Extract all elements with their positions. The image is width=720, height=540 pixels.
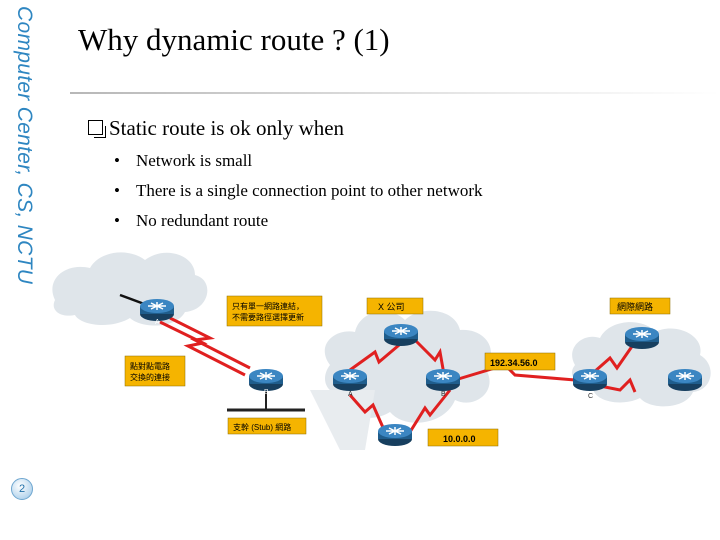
label-ip-link: 192.34.56.0 (484, 352, 556, 371)
router-icon-x-top (383, 323, 419, 347)
sub-bullet-list: • Network is small • There is a single con… (114, 151, 483, 231)
label-stub-text: 支幹 (Stub) 網路 (233, 422, 291, 432)
label-p2p: 點對點電路 交換的連接 (124, 355, 186, 387)
router-icon-a-x: A (332, 368, 368, 398)
label-p2p-line2: 交換的連接 (130, 372, 170, 382)
label-p2p-line1: 點對點電路 (130, 361, 170, 371)
bullet-dot-icon: • (114, 151, 120, 170)
router-letter: B (441, 391, 446, 398)
router-letter: C (588, 393, 593, 400)
network-diagram: A B A B C 只有單一網路連結， 不需要路徑選擇更新 點對點電路 交換的連… (45, 240, 720, 460)
sub-bullet: • No redundant route (114, 211, 483, 231)
router-icon-b-x: B (425, 368, 461, 398)
cloud-left (52, 252, 208, 326)
sub-bullet-text: Network is small (136, 151, 253, 170)
label-company-x-text: X 公司 (378, 302, 405, 312)
checkbox-bullet-icon (88, 120, 106, 138)
label-ip-link-text: 192.34.56.0 (490, 358, 538, 368)
sub-bullet: • There is a single connection point to o… (114, 181, 483, 201)
router-icon-internet-right (667, 368, 703, 392)
shadow-wedge (310, 390, 375, 450)
label-single-link: 只有單一網路連結， 不需要路徑選擇更新 (226, 295, 323, 327)
label-single-link-line1: 只有單一網路連結， (232, 301, 304, 311)
bullet-dot-icon: • (114, 181, 120, 200)
slide-title: Why dynamic route ? (1) (78, 22, 390, 57)
network-diagram-svg: A B A B C 只有單一網路連結， 不需要路徑選擇更新 點對點電路 交換的連… (52, 252, 711, 450)
router-icon-a-left: A (139, 298, 175, 326)
router-icon-x-bottom (377, 423, 413, 447)
bullet-list: Static route is ok only when • Network is… (88, 116, 483, 241)
sub-bullet-text: There is a single connection point to ot… (136, 181, 483, 200)
router-icon-b-stub: B (248, 368, 284, 396)
side-banner: Computer Center, CS, NCTU 2 (0, 0, 50, 540)
page-number: 2 (11, 478, 33, 500)
title-divider (70, 92, 720, 94)
label-ip-net-text: 10.0.0.0 (443, 434, 476, 444)
label-company-x: X 公司 (366, 297, 424, 315)
label-single-link-line2: 不需要路徑選擇更新 (232, 312, 304, 322)
sub-bullet: • Network is small (114, 151, 483, 171)
router-letter: B (264, 389, 269, 396)
sidebar-text: Computer Center, CS, NCTU (13, 6, 36, 285)
router-letter: A (155, 319, 160, 326)
router-icon-c: C (572, 368, 608, 400)
label-stub: 支幹 (Stub) 網路 (227, 417, 307, 435)
bullet-dot-icon: • (114, 211, 120, 230)
router-letter: A (348, 391, 353, 398)
bullet-main-text: Static route is ok only when (109, 116, 345, 140)
router-icon-internet-top (624, 326, 660, 350)
bullet-main: Static route is ok only when (88, 116, 483, 141)
label-internet: 網際網路 (609, 297, 671, 315)
label-ip-net: 10.0.0.0 (427, 428, 499, 447)
sub-bullet-text: No redundant route (136, 211, 269, 230)
label-internet-text: 網際網路 (617, 301, 653, 312)
